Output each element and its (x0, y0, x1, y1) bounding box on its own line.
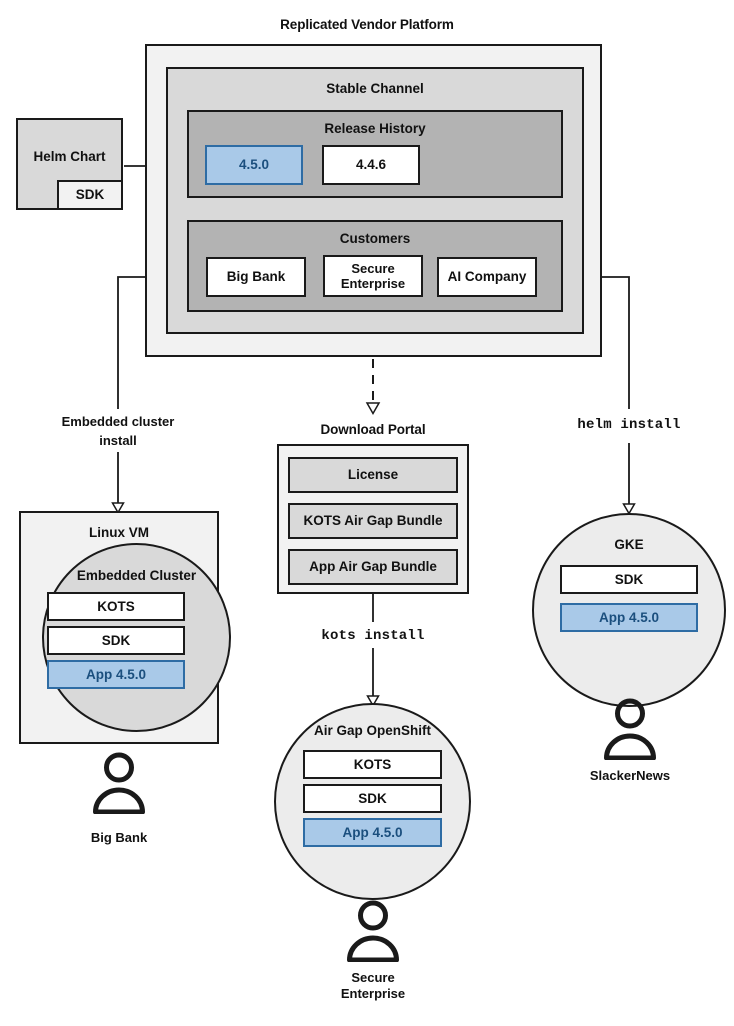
persona-label-line2: Enterprise (340, 985, 406, 1001)
persona-icon-big-bank (93, 752, 145, 814)
component-sdk[interactable]: SDK (560, 565, 698, 594)
helm-chart-label: Helm Chart (33, 149, 106, 165)
component-kots[interactable]: KOTS (303, 750, 442, 779)
page-title: Replicated Vendor Platform (280, 17, 454, 32)
customer-name-line2: Enterprise (340, 276, 406, 291)
component-app-version[interactable]: App 4.5.0 (560, 603, 698, 632)
edge-label-line1: Embedded cluster (61, 414, 175, 429)
edge-label-helm-install: helm install (577, 417, 681, 433)
target-title-gke: GKE (614, 537, 644, 552)
download-portal-item-label: App Air Gap Bundle (309, 559, 437, 575)
persona-label-line1: Secure (351, 970, 395, 985)
persona-label-slackernews: SlackerNews (589, 768, 671, 783)
target-title-air-gap-openshift: Air Gap OpenShift (313, 723, 431, 738)
download-portal-item-license[interactable]: License (288, 457, 458, 493)
component-app-version[interactable]: App 4.5.0 (47, 660, 185, 689)
persona-icon-slackernews (604, 698, 656, 760)
persona-icon-secure-enterprise (347, 900, 399, 962)
release-history-title: Release History (324, 121, 426, 136)
customer-name-line1: Secure (351, 260, 395, 276)
edge-label-line2: install (99, 432, 137, 448)
download-portal-title: Download Portal (320, 422, 426, 437)
component-kots[interactable]: KOTS (47, 592, 185, 621)
customer-card-secure-enterprise[interactable]: Secure Enterprise (323, 255, 423, 297)
edge-label-embedded-cluster-install: Embedded cluster install (28, 413, 208, 451)
persona-label-secure-enterprise: Secure Enterprise (283, 970, 463, 1001)
release-version-label: 4.4.6 (355, 157, 387, 173)
customers-title: Customers (339, 231, 411, 246)
persona-label-big-bank: Big Bank (90, 830, 148, 845)
component-sdk[interactable]: SDK (47, 626, 185, 655)
target-title-linux-vm: Linux VM (89, 525, 149, 540)
component-app-version[interactable]: App 4.5.0 (303, 818, 442, 847)
customer-name: AI Company (447, 269, 527, 285)
component-label: SDK (358, 790, 387, 806)
wire-kots-install (366, 594, 380, 707)
component-label: SDK (614, 571, 644, 587)
customer-card-big-bank[interactable]: Big Bank (206, 257, 306, 297)
helm-chart-sdk-label: SDK (75, 187, 105, 203)
release-card-4-5-0[interactable]: 4.5.0 (205, 145, 303, 185)
helm-chart-sdk-box[interactable]: SDK (57, 180, 123, 210)
download-portal-item-label: KOTS Air Gap Bundle (303, 513, 443, 529)
stable-channel-title: Stable Channel (326, 81, 424, 96)
edge-label-kots-install: kots install (321, 628, 425, 644)
component-label: App 4.5.0 (598, 609, 660, 625)
component-sdk[interactable]: SDK (303, 784, 442, 813)
customer-card-ai-company[interactable]: AI Company (437, 257, 537, 297)
download-portal-item-label: License (347, 467, 399, 483)
component-label: KOTS (353, 756, 392, 772)
component-label: App 4.5.0 (85, 666, 147, 682)
component-label: KOTS (97, 598, 135, 614)
download-portal-item-app-air-gap-bundle[interactable]: App Air Gap Bundle (288, 549, 458, 585)
release-card-4-4-6[interactable]: 4.4.6 (322, 145, 420, 185)
component-label: App 4.5.0 (342, 824, 403, 840)
component-label: SDK (101, 632, 131, 648)
customer-name: Big Bank (226, 269, 286, 285)
embedded-cluster-title: Embedded Cluster (76, 568, 197, 583)
download-portal-item-kots-air-gap-bundle[interactable]: KOTS Air Gap Bundle (288, 503, 458, 539)
release-version-label: 4.5.0 (238, 157, 270, 173)
